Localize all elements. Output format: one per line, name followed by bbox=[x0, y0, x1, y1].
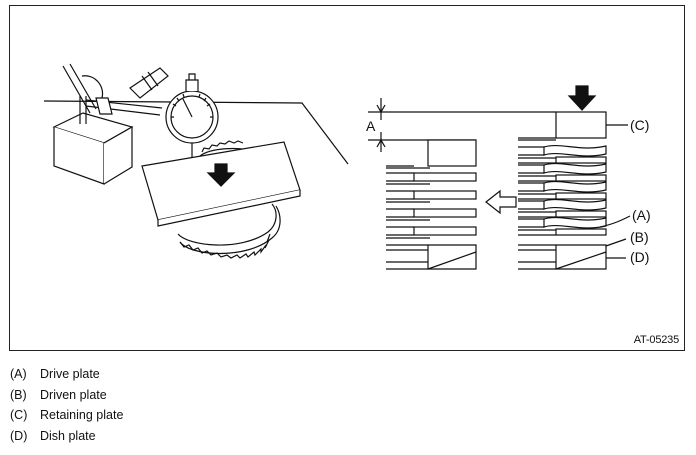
figure-id: AT-05235 bbox=[633, 334, 679, 346]
right-plate-stack bbox=[518, 111, 607, 270]
press-arrow-icon bbox=[567, 85, 597, 111]
direction-arrow-icon bbox=[485, 189, 517, 215]
clutch-pack-gear bbox=[177, 140, 281, 259]
callout-a: (A) bbox=[632, 207, 651, 223]
legend-text: Dish plate bbox=[40, 428, 96, 443]
callout-b: (B) bbox=[630, 229, 649, 245]
legend-item: (A) Drive plate bbox=[10, 367, 123, 388]
callout-c: (C) bbox=[630, 117, 649, 133]
dimension-label: A bbox=[366, 118, 376, 134]
legend-key: (C) bbox=[10, 408, 28, 422]
magnetic-base bbox=[52, 112, 134, 185]
legend-text: Retaining plate bbox=[40, 408, 124, 422]
diagram-frame: A (C) (A) (B) (D) AT-05235 bbox=[9, 5, 685, 351]
legend-item: (D) Dish plate bbox=[10, 429, 123, 450]
callout-d: (D) bbox=[630, 249, 649, 265]
dial-gauge-setup bbox=[43, 63, 349, 259]
plate-stack-section bbox=[368, 85, 631, 270]
legend-key: (A) bbox=[10, 367, 27, 381]
legend-key: (D) bbox=[10, 428, 28, 443]
left-plate-stack bbox=[386, 139, 477, 270]
legend-key: (B) bbox=[10, 387, 27, 402]
legend-text: Drive plate bbox=[40, 367, 100, 381]
legend: (A) Drive plate (B) Driven plate (C) Retain… bbox=[10, 367, 123, 449]
legend-item: (C) Retaining plate bbox=[10, 408, 123, 429]
dial-indicator bbox=[165, 73, 219, 159]
legend-item: (B) Driven plate bbox=[10, 388, 123, 409]
diagram-illustration: A (C) (A) (B) (D) bbox=[43, 63, 651, 270]
legend-text: Driven plate bbox=[40, 387, 107, 402]
